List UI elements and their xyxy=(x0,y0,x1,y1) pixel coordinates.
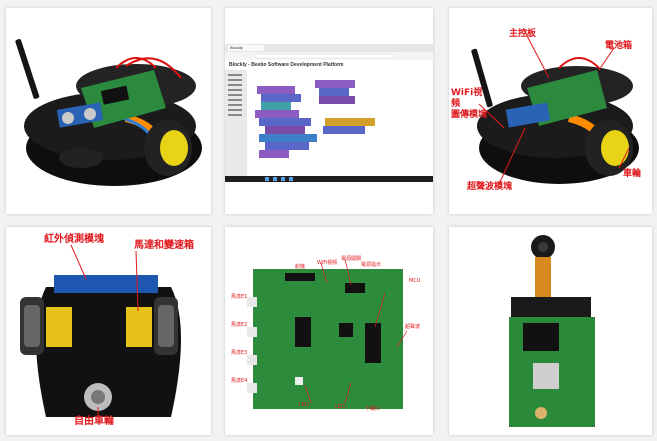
blockly-title: Blockly - Beebo Software Development Pla… xyxy=(229,62,344,68)
label-free-wheel: 自由車輪 xyxy=(74,416,114,427)
label-port-e4: 馬達E4 xyxy=(231,378,248,384)
photo-camera-module xyxy=(449,227,652,435)
label-wheel: 車輪 xyxy=(623,169,642,179)
label-led-1: LED xyxy=(299,402,309,408)
label-mcu: MCU xyxy=(409,278,421,284)
photo-labeled-robot-car: 主控板 電池箱 WiFi視頻 圖傳模塊 超聲波模塊 車輪 xyxy=(449,8,652,214)
label-ultrasonic: 超聲波模塊 xyxy=(467,182,513,192)
label-main-board: 主控板 xyxy=(509,29,537,39)
label-port-e3: 馬達E3 xyxy=(231,350,248,356)
label-download-port: 下載口 xyxy=(365,406,381,412)
labeled-car-illustration xyxy=(449,8,652,214)
screenshot-blockly: Blockly Blockly - Beebo Software Develop… xyxy=(225,8,433,214)
label-ultrasonic-port: 超聲波 xyxy=(405,324,421,330)
label-power-switch: 電源開關 xyxy=(341,256,362,262)
blockly-window xyxy=(225,8,433,214)
label-port-e2: 馬達E2 xyxy=(231,322,248,328)
label-port-e1: 馬達E1 xyxy=(231,294,248,300)
label-battery-box: 電池箱 xyxy=(605,41,633,51)
robot-car-illustration xyxy=(6,8,211,214)
chassis-illustration xyxy=(6,227,211,435)
label-motor-gearbox: 馬達和變速箱 xyxy=(134,240,194,251)
photo-control-board: WiFi視頻 舵機 電源開關 電源指示 MCU 超聲波 馬達E1 馬達E2 馬達… xyxy=(225,227,433,435)
label-wifi-video: WiFi視頻 xyxy=(317,260,338,266)
photo-chassis-bottom: 紅外偵測模塊 馬達和變速箱 自由車輪 xyxy=(6,227,211,435)
board-illustration xyxy=(225,227,433,435)
camera-illustration xyxy=(449,227,652,435)
label-ir-module: 紅外偵測模塊 xyxy=(44,234,104,245)
label-wifi-module: WiFi視頻 圖傳模塊 xyxy=(451,88,488,120)
label-power-indicator: 電源指示 xyxy=(361,262,382,268)
photo-robot-car xyxy=(6,8,211,214)
label-led-2: LED xyxy=(335,404,345,410)
label-servo: 舵機 xyxy=(295,264,306,270)
browser-tab-label: Blockly xyxy=(230,45,243,50)
